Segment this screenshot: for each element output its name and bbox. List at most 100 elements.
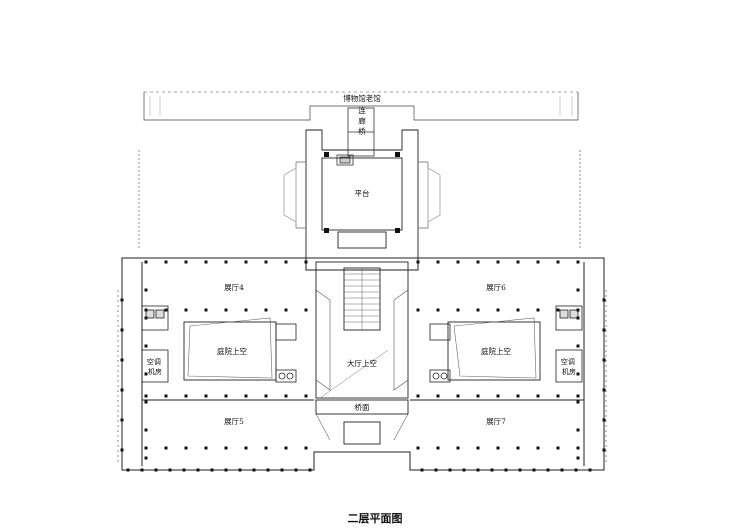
hall4-label: 展厅4: [224, 283, 244, 292]
structural-column: [560, 468, 564, 472]
structural-column: [576, 288, 580, 292]
structural-column: [284, 394, 288, 398]
structural-column: [224, 468, 228, 472]
structural-column: [602, 388, 606, 392]
structural-column: [496, 446, 500, 450]
structural-column: [496, 260, 500, 264]
structural-column: [556, 260, 560, 264]
structural-column: [436, 308, 440, 312]
structural-column: [576, 394, 580, 398]
structural-column: [204, 308, 208, 312]
structural-column: [120, 418, 124, 422]
ac-room-left-text-line2: 机房: [148, 367, 162, 376]
structural-column: [210, 468, 214, 472]
structural-column: [536, 394, 540, 398]
structural-column: [602, 448, 606, 452]
drawing-caption: 二层平面图: [347, 512, 403, 525]
structural-column: [416, 260, 420, 264]
structural-column: [244, 446, 248, 450]
structural-column: [184, 260, 188, 264]
structural-column: [182, 468, 186, 472]
structural-column: [120, 358, 124, 362]
service-core-left: [141, 305, 297, 383]
structural-column: [164, 308, 168, 312]
structural-column: [416, 446, 420, 450]
structural-column: [120, 388, 124, 392]
structural-column: [224, 308, 228, 312]
structural-column: [532, 468, 536, 472]
structural-column: [576, 344, 580, 348]
structural-column: [536, 308, 540, 312]
structural-column: [224, 446, 228, 450]
structural-column: [196, 468, 200, 472]
ac-room-right-label: 空调 机房: [561, 357, 577, 376]
structural-column: [602, 328, 606, 332]
structural-column: [284, 308, 288, 312]
column-grid: [120, 260, 606, 472]
courtyard-left-label: 庭院上空: [217, 346, 247, 356]
structural-column: [602, 418, 606, 422]
structural-column: [420, 468, 424, 472]
structural-column: [266, 468, 270, 472]
structural-column: [144, 288, 148, 292]
structural-column: [518, 468, 522, 472]
structural-column: [204, 446, 208, 450]
structural-column: [456, 308, 460, 312]
bridge-vertical-label: 连廊桥: [357, 105, 366, 138]
structural-column: [264, 260, 268, 264]
structural-column: [244, 308, 248, 312]
structural-column: [224, 260, 228, 264]
platform-columns: [324, 152, 400, 233]
structural-column: [294, 468, 298, 472]
structural-column: [164, 446, 168, 450]
structural-column: [308, 468, 312, 472]
structural-column: [434, 468, 438, 472]
central-lobby: [315, 261, 409, 399]
ac-room-right-text: 空调: [561, 357, 575, 366]
structural-column: [304, 308, 308, 312]
structural-column: [516, 308, 520, 312]
structural-column: [476, 260, 480, 264]
structural-column: [576, 316, 580, 320]
ac-room-left-label: 空调 机房: [147, 357, 163, 376]
museum-building-label: 博物馆老馆: [343, 93, 381, 103]
structural-column: [536, 446, 540, 450]
structural-column: [144, 428, 148, 432]
bridge-corridor: [336, 107, 375, 166]
structural-column: [602, 298, 606, 302]
structural-column: [436, 260, 440, 264]
platform-label: 平台: [355, 188, 370, 198]
lobby-void-label: 大厅上空: [347, 358, 377, 368]
structural-column: [448, 468, 452, 472]
bridge-bottom-label: 桥面: [355, 402, 370, 412]
structural-column: [204, 394, 208, 398]
structural-column: [576, 428, 580, 432]
structural-column: [140, 468, 144, 472]
structural-column: [576, 446, 580, 450]
ac-room-right-text-line2: 机房: [562, 367, 576, 376]
structural-column: [416, 394, 420, 398]
structural-column: [476, 446, 480, 450]
structural-column: [516, 394, 520, 398]
structural-column: [184, 308, 188, 312]
structural-column: [264, 446, 268, 450]
structural-column: [120, 328, 124, 332]
structural-column: [516, 446, 520, 450]
structural-column: [476, 308, 480, 312]
structural-column: [144, 372, 148, 376]
service-core-right: [429, 305, 583, 383]
structural-column: [144, 316, 148, 320]
structural-column: [556, 308, 560, 312]
structural-column: [144, 308, 148, 312]
structural-column: [556, 394, 560, 398]
structural-column: [126, 468, 130, 472]
old-museum-outline: [143, 91, 579, 121]
structural-column: [602, 358, 606, 362]
hall7-label: 展厅7: [486, 417, 506, 426]
structural-column: [184, 394, 188, 398]
structural-column: [154, 468, 158, 472]
structural-column: [144, 260, 148, 264]
platform-block: [283, 129, 441, 259]
ac-room-left-text: 空调: [147, 357, 161, 366]
structural-column: [546, 468, 550, 472]
